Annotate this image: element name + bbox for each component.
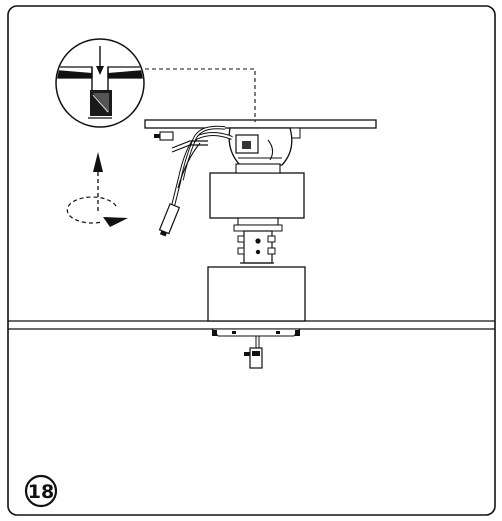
motor-housing-lower	[207, 266, 306, 322]
blade-line	[8, 320, 495, 330]
downrod-coupling	[233, 224, 283, 264]
step-number: 18	[28, 481, 54, 503]
panel-border	[7, 5, 496, 516]
wire-connector	[154, 131, 181, 237]
motor-housing-upper	[209, 163, 305, 226]
magnifier-detail-icon	[55, 38, 145, 128]
wire-bundle	[170, 125, 274, 211]
callout-leader-line	[138, 68, 256, 122]
switch-housing-adapter	[210, 328, 302, 348]
wire-connector-lower	[244, 347, 263, 369]
mounting-plate	[144, 119, 377, 166]
rotate-clockwise-icon	[66, 152, 128, 227]
step-number-badge: 18	[24, 474, 58, 508]
